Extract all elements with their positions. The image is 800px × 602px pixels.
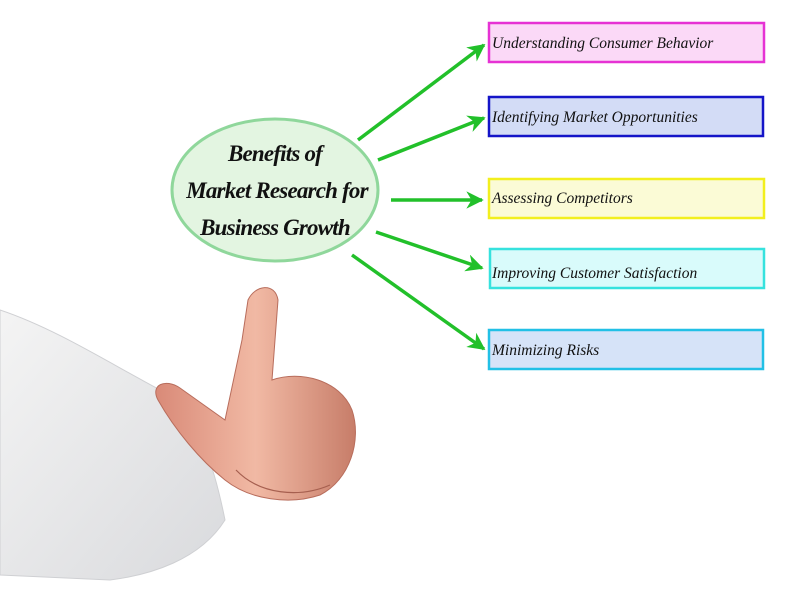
pointing-hand-image <box>0 287 356 581</box>
benefit-box: Minimizing Risks <box>487 328 765 371</box>
benefit-label: Minimizing Risks <box>491 342 599 359</box>
benefit-label: Improving Customer Satisfaction <box>491 265 697 282</box>
arrow <box>350 253 486 351</box>
center-node: Benefits of Market Research for Business… <box>170 117 380 263</box>
center-title-line-3: Business Growth <box>199 215 350 240</box>
benefit-box: Improving Customer Satisfaction <box>488 247 766 290</box>
arrows <box>350 43 486 351</box>
center-title-line-1: Benefits of <box>227 141 325 166</box>
benefit-boxes: Understanding Consumer Behavior Identify… <box>487 21 766 371</box>
arrow <box>377 115 486 162</box>
benefit-label: Understanding Consumer Behavior <box>492 35 714 52</box>
benefit-box: Assessing Competitors <box>487 177 766 220</box>
arrow <box>375 230 484 272</box>
benefit-label: Identifying Market Opportunities <box>491 109 698 126</box>
benefit-label: Assessing Competitors <box>491 190 633 207</box>
benefit-box: Identifying Market Opportunities <box>487 95 765 138</box>
center-title-line-2: Market Research for <box>185 178 369 203</box>
benefit-box: Understanding Consumer Behavior <box>487 21 766 64</box>
arrow <box>356 43 486 142</box>
